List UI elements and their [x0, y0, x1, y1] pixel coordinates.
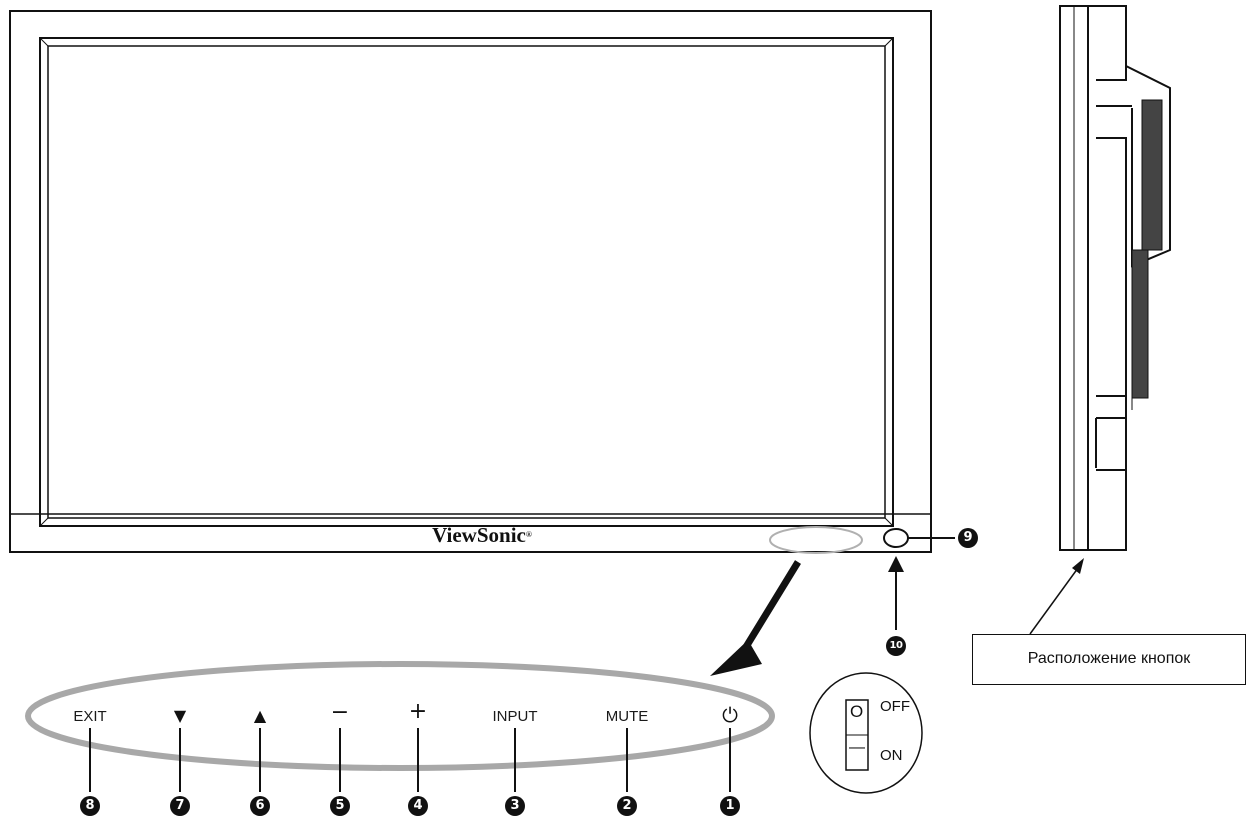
- button-area-highlight: [769, 526, 863, 554]
- button-location-callout: Расположение кнопок: [972, 634, 1246, 685]
- brand-registered-mark: ®: [525, 530, 532, 539]
- side-callout-leader: [1029, 558, 1084, 635]
- power-icon: ⏻: [722, 703, 738, 727]
- zoom-arrow: [710, 560, 801, 676]
- switch-arrow-head: [888, 556, 904, 572]
- button-leader-lines: [89, 728, 731, 792]
- remote-sensor: [883, 528, 909, 548]
- number-badge-6: 6: [250, 796, 270, 816]
- bezel-corner-bl: [39, 517, 49, 527]
- power-switch-callout: [809, 556, 923, 794]
- number-badge-1: 1: [720, 796, 740, 816]
- button-plus-label: +: [408, 699, 428, 724]
- number-badge-3: 3: [505, 796, 525, 816]
- switch-off-label: OFF: [880, 698, 910, 715]
- switch-off-mark: O: [850, 702, 864, 721]
- number-badge-4: 4: [408, 796, 428, 816]
- screen-inner-edge: [47, 45, 886, 519]
- bezel-corner-br: [884, 517, 894, 527]
- number-badge-10: 10: [886, 636, 906, 656]
- button-exit-label: EXIT: [73, 708, 107, 725]
- screen-outer-edge: [39, 37, 894, 527]
- button-down-label: ▼: [173, 706, 187, 725]
- monitor-side: [1059, 5, 1171, 551]
- number-badge-7: 7: [170, 796, 190, 816]
- button-input-label: INPUT: [492, 708, 538, 725]
- monitor-outer-frame: [9, 10, 932, 553]
- button-mute-label: MUTE: [605, 708, 649, 725]
- switch-on-label: ON: [880, 747, 903, 764]
- button-minus-label: −: [330, 700, 350, 725]
- number-badge-5: 5: [330, 796, 350, 816]
- bezel-corner-tr: [884, 37, 894, 47]
- switch-on-mark: —: [849, 739, 865, 756]
- monitor-front: [9, 10, 955, 554]
- button-up-label: ▲: [253, 706, 267, 725]
- number-badge-8: 8: [80, 796, 100, 816]
- brand-name: ViewSonic: [432, 523, 526, 547]
- bezel-corner-tl: [39, 37, 49, 47]
- control-panel-oval: [25, 661, 775, 771]
- number-badge-2: 2: [617, 796, 637, 816]
- brand-logo: ViewSonic®: [407, 522, 557, 548]
- number-badge-9: 9: [958, 528, 978, 548]
